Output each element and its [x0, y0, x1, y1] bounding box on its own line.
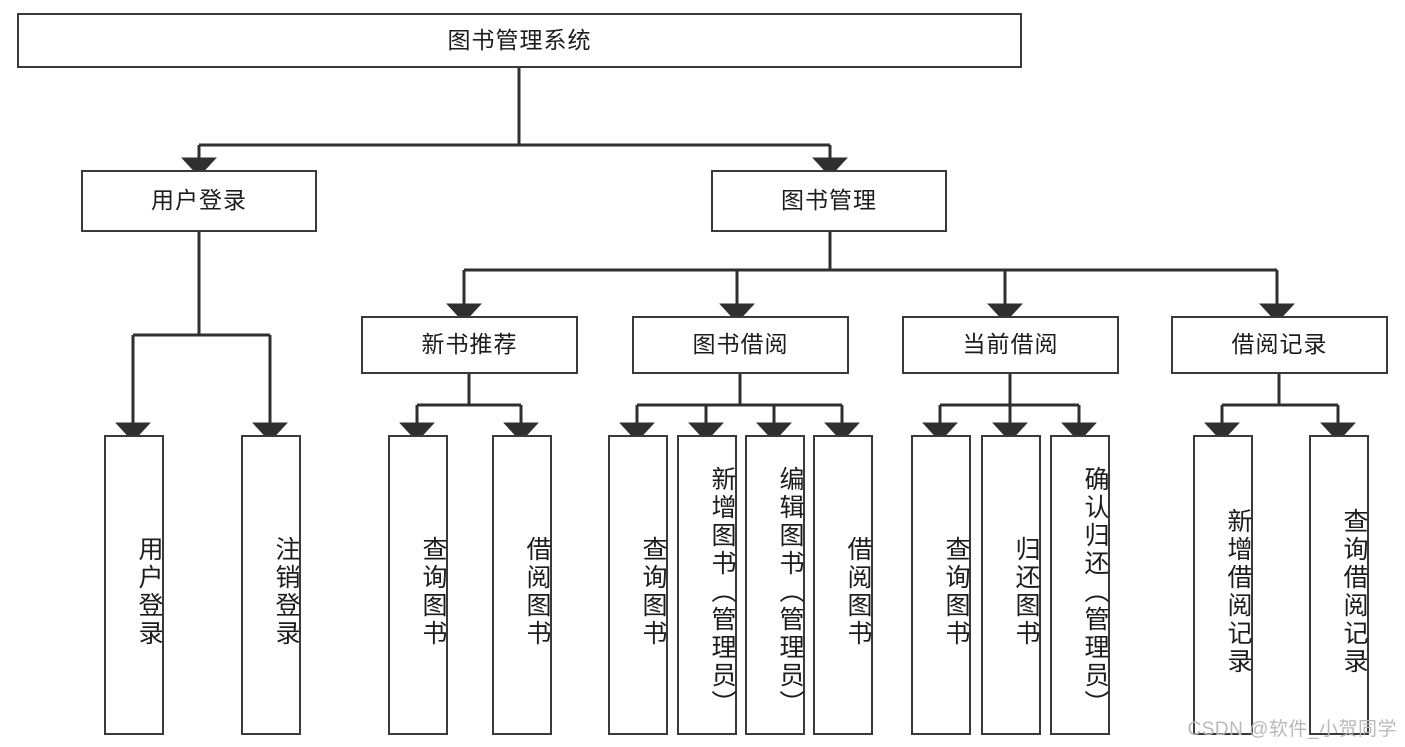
- node-label: 借阅图书: [844, 536, 872, 648]
- leaf-borrow-query-books[interactable]: 查询图书: [608, 435, 668, 735]
- node-user-login[interactable]: 用户登录: [81, 170, 317, 232]
- node-label: 查询图书: [639, 536, 667, 648]
- leaf-borrow-borrow-books[interactable]: 借阅图书: [813, 435, 873, 735]
- node-label: 编辑图书（管理员）: [776, 466, 804, 718]
- node-label: 归还图书: [1012, 536, 1040, 648]
- leaf-new-book-query-books[interactable]: 查询图书: [388, 435, 448, 735]
- leaf-user-login-signout[interactable]: 注销登录: [241, 435, 301, 735]
- node-book-borrowing[interactable]: 图书借阅: [632, 316, 849, 374]
- node-new-book-recommendation[interactable]: 新书推荐: [361, 316, 578, 374]
- node-label: 借阅记录: [1231, 331, 1328, 358]
- leaf-record-add-borrow-record[interactable]: 新增借阅记录: [1193, 435, 1253, 735]
- node-label: 新增图书（管理员）: [708, 466, 736, 718]
- node-label: 确认归还（管理员）: [1081, 466, 1109, 718]
- node-book-management[interactable]: 图书管理: [711, 170, 947, 232]
- csdn-watermark: CSDN @软件_小贺同学: [1187, 719, 1397, 740]
- node-label: 用户登录: [151, 187, 247, 214]
- leaf-borrow-add-book-admin[interactable]: 新增图书（管理员）: [677, 435, 737, 735]
- leaf-borrow-edit-book-admin[interactable]: 编辑图书（管理员）: [745, 435, 805, 735]
- leaf-record-query-borrow-record[interactable]: 查询借阅记录: [1309, 435, 1369, 735]
- node-label: 图书管理系统: [447, 26, 592, 53]
- node-label: 新增借阅记录: [1224, 508, 1252, 676]
- node-label: 借阅图书: [523, 536, 551, 648]
- node-label: 查询图书: [942, 536, 970, 648]
- node-borrow-records[interactable]: 借阅记录: [1171, 316, 1388, 374]
- node-label: 新书推荐: [421, 331, 518, 358]
- node-current-borrowing[interactable]: 当前借阅: [902, 316, 1119, 374]
- node-label: 用户登录: [135, 536, 163, 648]
- leaf-current-query-books[interactable]: 查询图书: [911, 435, 971, 735]
- node-label: 注销登录: [272, 536, 300, 648]
- leaf-current-confirm-return-admin[interactable]: 确认归还（管理员）: [1050, 435, 1110, 735]
- leaf-current-return-books[interactable]: 归还图书: [981, 435, 1041, 735]
- node-label: 查询图书: [419, 536, 447, 648]
- leaf-user-login-signin[interactable]: 用户登录: [104, 435, 164, 735]
- node-label: 查询借阅记录: [1340, 508, 1368, 676]
- node-label: 当前借阅: [962, 331, 1059, 358]
- node-label: 图书借阅: [692, 331, 789, 358]
- node-root-book-management-system[interactable]: 图书管理系统: [17, 13, 1022, 68]
- leaf-new-book-borrow-books[interactable]: 借阅图书: [492, 435, 552, 735]
- node-label: 图书管理: [781, 187, 877, 214]
